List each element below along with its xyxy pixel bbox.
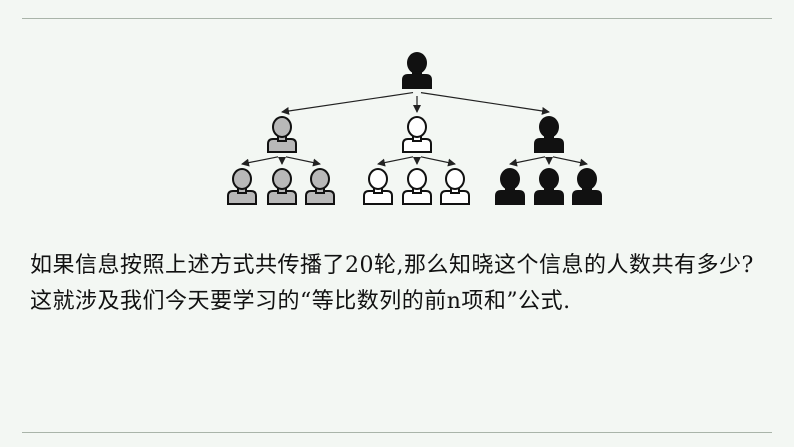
top-divider bbox=[22, 18, 772, 19]
person-icon-w bbox=[402, 116, 432, 153]
person-icon-root bbox=[402, 52, 432, 89]
question-line-2: 这就涉及我们今天要学习的“等比数列的前n项和”公式. bbox=[30, 289, 571, 314]
arrow-w-to-w1 bbox=[377, 156, 414, 167]
person-icon-g bbox=[267, 116, 297, 153]
person-icon-g2 bbox=[267, 168, 297, 205]
arrow-b-to-b1 bbox=[509, 156, 546, 167]
person-icon-b bbox=[534, 116, 564, 153]
person-icon-w2 bbox=[402, 168, 432, 205]
question-paragraph: 如果信息按照上述方式共传播了20轮,那么知晓这个信息的人数共有多少? 这就涉及我… bbox=[30, 248, 770, 320]
person-icon-g1 bbox=[227, 168, 257, 205]
person-icon-w3 bbox=[440, 168, 470, 205]
person-icon-b2 bbox=[534, 168, 564, 205]
person-icon-g3 bbox=[305, 168, 335, 205]
arrow-root-to-b bbox=[420, 92, 550, 115]
tree-edges bbox=[241, 91, 588, 167]
arrow-b-to-b3 bbox=[552, 156, 588, 167]
question-line-1: 如果信息按照上述方式共传播了20轮,那么知晓这个信息的人数共有多少? bbox=[30, 253, 754, 278]
arrow-g-to-g1 bbox=[241, 156, 279, 167]
person-icon-b1 bbox=[495, 168, 525, 205]
information-spread-tree bbox=[227, 52, 602, 205]
bottom-divider bbox=[22, 432, 772, 433]
person-icon-b3 bbox=[572, 168, 602, 205]
person-icon-w1 bbox=[363, 168, 393, 205]
tree-nodes bbox=[227, 52, 602, 205]
arrow-w-to-w3 bbox=[420, 156, 456, 167]
arrow-root-to-g bbox=[281, 91, 414, 115]
arrow-g-to-g3 bbox=[285, 156, 321, 167]
